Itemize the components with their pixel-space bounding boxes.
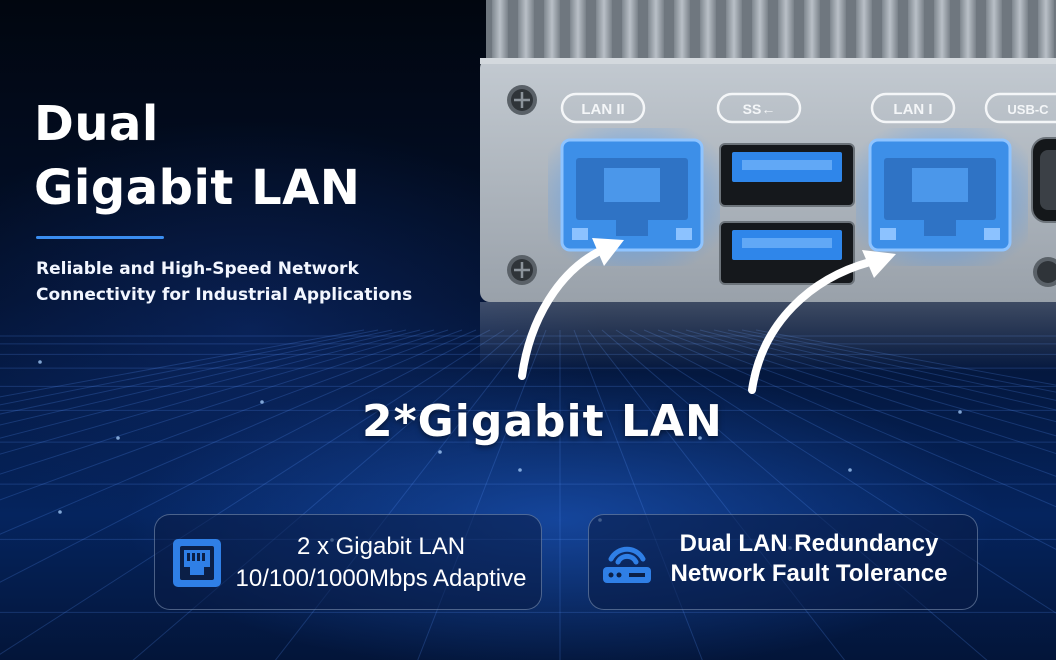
usb-c-port bbox=[1031, 137, 1056, 223]
port-label-lan1: LAN I bbox=[870, 92, 956, 124]
heatsink-fins bbox=[492, 0, 1054, 58]
feature-card-redundancy: Dual LAN Redundancy Network Fault Tolera… bbox=[588, 514, 978, 610]
lan-port-1 bbox=[856, 128, 1028, 266]
headline-title: Dual Gigabit LAN bbox=[34, 92, 360, 220]
headline-line-2: Gigabit LAN bbox=[34, 160, 361, 216]
port-label-usbc: USB-C bbox=[984, 92, 1056, 124]
feature-card-gigabit: 2 x Gigabit LAN 10/100/1000Mbps Adaptive bbox=[154, 514, 542, 610]
feature-line-2: Network Fault Tolerance bbox=[670, 560, 948, 587]
network-redundancy-icon bbox=[603, 546, 651, 583]
port-label-lan2: LAN II bbox=[560, 92, 646, 124]
svg-text:LAN I: LAN I bbox=[893, 101, 932, 118]
feature-text-redundancy: Dual LAN Redundancy Network Fault Tolera… bbox=[659, 529, 959, 589]
headline-subtitle: Reliable and High-Speed Network Connecti… bbox=[36, 256, 476, 308]
usb-port-bottom bbox=[719, 221, 855, 285]
feature-line-2: 10/100/1000Mbps Adaptive bbox=[235, 565, 527, 592]
feature-line-1: 2 x Gigabit LAN bbox=[296, 533, 466, 560]
headline-line-1: Dual bbox=[34, 96, 159, 152]
subtitle-line-2: Connectivity for Industrial Applications bbox=[36, 285, 413, 305]
screw-icon bbox=[507, 85, 537, 115]
screw-icon bbox=[1033, 257, 1056, 287]
title-divider bbox=[36, 236, 164, 239]
arrow-icon bbox=[518, 238, 624, 380]
lan-port-2 bbox=[548, 128, 720, 266]
feature-text-gigabit: 2 x Gigabit LAN 10/100/1000Mbps Adaptive bbox=[225, 531, 537, 595]
feature-line-1: Dual LAN Redundancy bbox=[679, 530, 939, 557]
arrow-icon bbox=[748, 250, 896, 394]
port-label-usb3: SS← bbox=[716, 92, 802, 124]
svg-text:SS←: SS← bbox=[743, 101, 776, 117]
ethernet-port-icon bbox=[173, 539, 221, 587]
usb-port-top bbox=[719, 143, 855, 207]
callout-text: 2*Gigabit LAN bbox=[362, 396, 723, 447]
svg-text:LAN II: LAN II bbox=[581, 101, 624, 118]
screw-icon bbox=[507, 255, 537, 285]
subtitle-line-1: Reliable and High-Speed Network bbox=[36, 259, 359, 279]
svg-text:USB-C: USB-C bbox=[1007, 102, 1049, 117]
